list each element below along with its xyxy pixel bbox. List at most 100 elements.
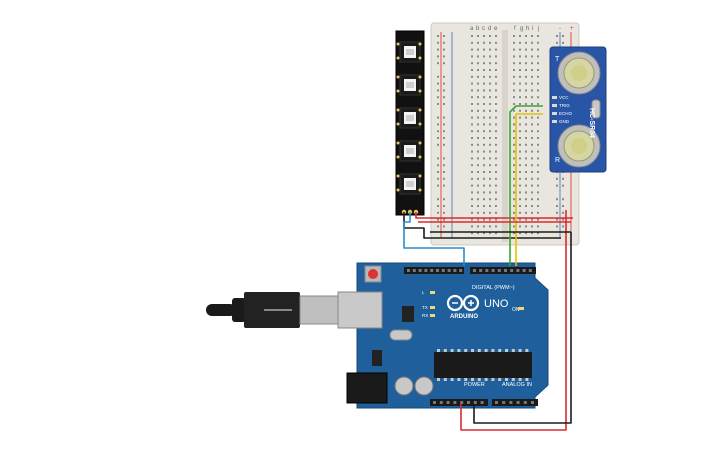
breadboard-hole[interactable] (513, 157, 515, 160)
breadboard-hole[interactable] (483, 109, 485, 112)
header-pin[interactable] (504, 269, 507, 272)
breadboard-hole[interactable] (483, 191, 485, 194)
rail-hole[interactable] (437, 225, 439, 228)
rail-hole[interactable] (443, 130, 445, 133)
rail-hole[interactable] (556, 177, 558, 180)
rail-hole[interactable] (437, 177, 439, 180)
breadboard-hole[interactable] (477, 89, 479, 92)
breadboard-hole[interactable] (525, 123, 527, 126)
breadboard-hole[interactable] (531, 218, 533, 221)
breadboard-hole[interactable] (483, 205, 485, 207)
breadboard-hole[interactable] (513, 218, 515, 221)
breadboard-hole[interactable] (495, 48, 497, 51)
rail-hole[interactable] (437, 130, 439, 133)
breadboard-hole[interactable] (483, 137, 485, 139)
header-pin[interactable] (433, 401, 436, 404)
breadboard-hole[interactable] (519, 164, 521, 167)
breadboard-hole[interactable] (531, 75, 533, 78)
breadboard-hole[interactable] (477, 191, 479, 194)
breadboard-hole[interactable] (537, 171, 539, 173)
breadboard-hole[interactable] (519, 171, 521, 173)
breadboard-hole[interactable] (531, 89, 533, 92)
breadboard-hole[interactable] (537, 205, 539, 207)
rail-hole[interactable] (437, 103, 439, 105)
rail-hole[interactable] (562, 225, 564, 228)
rail-hole[interactable] (437, 62, 439, 65)
breadboard-hole[interactable] (525, 69, 527, 71)
breadboard-hole[interactable] (495, 218, 497, 221)
rail-hole[interactable] (437, 41, 439, 44)
breadboard-hole[interactable] (489, 143, 491, 146)
breadboard-hole[interactable] (489, 41, 491, 44)
breadboard-hole[interactable] (471, 103, 473, 105)
breadboard-hole[interactable] (471, 184, 473, 187)
breadboard-hole[interactable] (477, 232, 479, 235)
sensor-pin-vcc[interactable] (552, 96, 557, 99)
breadboard-hole[interactable] (531, 123, 533, 126)
breadboard-hole[interactable] (513, 116, 515, 119)
breadboard-hole[interactable] (471, 218, 473, 221)
header-pin[interactable] (528, 269, 532, 272)
breadboard-hole[interactable] (537, 96, 539, 99)
breadboard-hole[interactable] (489, 103, 491, 105)
breadboard-hole[interactable] (519, 211, 521, 214)
breadboard-hole[interactable] (537, 143, 539, 146)
breadboard-hole[interactable] (495, 55, 497, 58)
rail-hole[interactable] (437, 89, 439, 92)
breadboard-hole[interactable] (477, 177, 479, 180)
breadboard-hole[interactable] (471, 89, 473, 92)
breadboard-hole[interactable] (489, 171, 491, 173)
breadboard-hole[interactable] (513, 205, 515, 207)
breadboard-hole[interactable] (477, 103, 479, 105)
breadboard-hole[interactable] (489, 205, 491, 207)
sensor-pin-trig[interactable] (552, 104, 557, 107)
rail-hole[interactable] (437, 35, 439, 37)
rail-hole[interactable] (562, 41, 564, 44)
breadboard-hole[interactable] (525, 62, 527, 65)
breadboard-hole[interactable] (471, 48, 473, 51)
breadboard-hole[interactable] (489, 48, 491, 51)
breadboard-hole[interactable] (489, 62, 491, 65)
breadboard-hole[interactable] (477, 184, 479, 187)
breadboard-hole[interactable] (531, 198, 533, 201)
breadboard-hole[interactable] (489, 96, 491, 99)
header-pin[interactable] (509, 401, 513, 404)
rail-hole[interactable] (443, 103, 445, 105)
wire-sensor-echo[interactable] (515, 113, 543, 266)
breadboard-hole[interactable] (525, 205, 527, 207)
breadboard-hole[interactable] (537, 41, 539, 44)
breadboard-hole[interactable] (513, 137, 515, 139)
breadboard-hole[interactable] (537, 184, 539, 187)
rail-hole[interactable] (443, 225, 445, 228)
rail-hole[interactable] (443, 48, 445, 51)
breadboard-hole[interactable] (519, 137, 521, 139)
header-pin[interactable] (497, 269, 501, 272)
breadboard-hole[interactable] (537, 211, 539, 214)
breadboard-hole[interactable] (483, 157, 485, 160)
breadboard-hole[interactable] (471, 150, 473, 153)
rail-hole[interactable] (437, 184, 439, 187)
rail-hole[interactable] (437, 211, 439, 214)
wire-5v-supply[interactable] (460, 210, 567, 431)
breadboard-hole[interactable] (495, 205, 497, 207)
rail-hole[interactable] (556, 205, 558, 207)
breadboard-hole[interactable] (471, 69, 473, 71)
rail-hole[interactable] (437, 164, 439, 167)
breadboard-hole[interactable] (483, 89, 485, 92)
breadboard-hole[interactable] (483, 130, 485, 133)
breadboard-hole[interactable] (489, 130, 491, 133)
breadboard-hole[interactable] (525, 171, 527, 173)
breadboard-hole[interactable] (483, 143, 485, 146)
breadboard-hole[interactable] (537, 109, 539, 112)
rail-hole[interactable] (443, 89, 445, 92)
breadboard-hole[interactable] (519, 198, 521, 201)
rail-hole[interactable] (437, 75, 439, 78)
breadboard-hole[interactable] (537, 48, 539, 51)
rail-hole[interactable] (443, 205, 445, 207)
breadboard-hole[interactable] (477, 41, 479, 44)
rail-hole[interactable] (443, 177, 445, 180)
header-pin[interactable] (531, 401, 534, 404)
breadboard-hole[interactable] (519, 116, 521, 119)
breadboard-hole[interactable] (471, 109, 473, 112)
breadboard-hole[interactable] (531, 184, 533, 187)
